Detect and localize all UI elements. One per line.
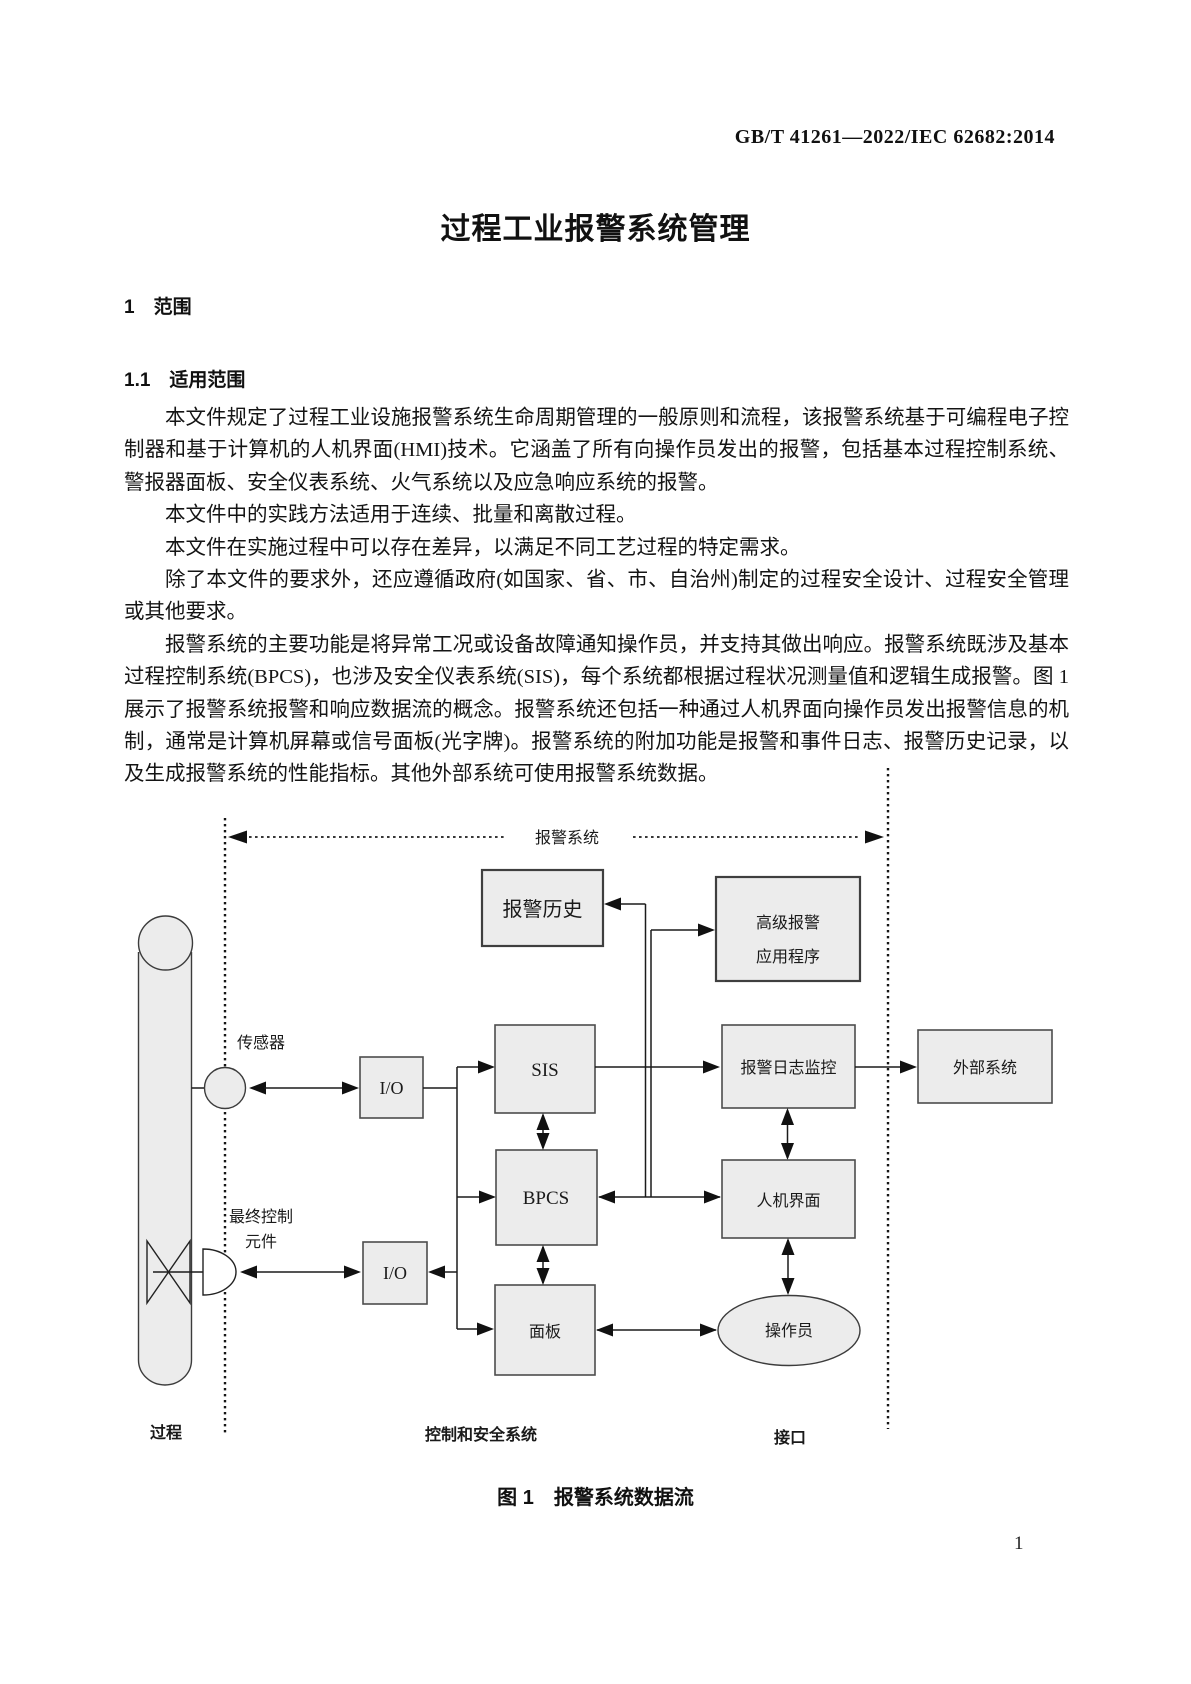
section-heading-scope: 1 范围 bbox=[124, 297, 192, 318]
hmi-box bbox=[721, 1159, 856, 1239]
external-system-label: 外部系统 bbox=[953, 1059, 1017, 1077]
alarm-system-span-label: 报警系统 bbox=[535, 829, 599, 847]
paragraph: 除了本文件的要求外，还应遵循政府(如国家、省、市、自治州)制定的过程安全设计、过… bbox=[124, 569, 1069, 624]
sis-to-alarm-log-arrow bbox=[595, 1060, 720, 1074]
paragraph: 报警系统的主要功能是将异常工况或设备故障通知操作员，并支持其做出响应。报警系统既… bbox=[124, 633, 1069, 786]
sis-node: SIS bbox=[494, 1024, 596, 1114]
hmi-label: 人机界面 bbox=[756, 1192, 820, 1210]
figure-1-alarm-system-dataflow: 报警系统 传感器 I/O bbox=[137, 768, 1053, 1447]
advanced-alarm-node: 高级报警 应用程序 bbox=[714, 875, 862, 983]
sis-bpcs-double-arrow bbox=[536, 1113, 550, 1150]
valve-left-triangle bbox=[146, 1238, 170, 1306]
alarm-system-span-arrow: 报警系统 bbox=[228, 829, 884, 847]
sensor-symbol bbox=[203, 1066, 247, 1110]
io-top-label: I/O bbox=[380, 1078, 404, 1098]
final-control-label-line2: 元件 bbox=[245, 1233, 277, 1251]
alarm-log-to-external-arrow bbox=[855, 1060, 917, 1074]
actuator-shape bbox=[202, 1248, 237, 1296]
bpcs-hmi-double-arrow bbox=[598, 1190, 721, 1204]
bpcs-label: BPCS bbox=[523, 1188, 569, 1209]
panel-label: 面板 bbox=[529, 1323, 561, 1341]
sensor-group: 传感器 bbox=[191, 1034, 359, 1110]
sis-label: SIS bbox=[531, 1060, 558, 1081]
valve-right-triangle bbox=[167, 1238, 191, 1306]
final-control-element-group: 最终控制 元件 bbox=[146, 1208, 361, 1306]
io-bottom-box bbox=[362, 1241, 428, 1305]
final-control-label-line1: 最终控制 bbox=[229, 1208, 293, 1226]
alarm-log-monitor-label: 报警日志监控 bbox=[740, 1059, 836, 1077]
interface-zone-label: 接口 bbox=[774, 1428, 806, 1447]
external-system-node: 外部系统 bbox=[917, 1029, 1053, 1104]
alarm-history-box bbox=[480, 868, 605, 948]
sensor-label: 传感器 bbox=[237, 1034, 285, 1052]
control-safety-zone-label: 控制和安全系统 bbox=[425, 1425, 537, 1444]
io-top-node: I/O bbox=[359, 1056, 424, 1119]
io-bottom-node: I/O bbox=[362, 1241, 428, 1305]
alarm-log-hmi-double-arrow bbox=[781, 1108, 794, 1160]
alarm-log-monitor-node: 报警日志监控 bbox=[721, 1024, 856, 1109]
figure-caption: 图 1 报警系统数据流 bbox=[497, 1487, 694, 1509]
external-system-box bbox=[917, 1029, 1053, 1104]
alarm-history-label: 报警历史 bbox=[503, 898, 583, 921]
advanced-alarm-box bbox=[714, 875, 862, 983]
paragraph: 本文件中的实践方法适用于连续、批量和离散过程。 bbox=[165, 504, 637, 527]
page-title: 过程工业报警系统管理 bbox=[440, 213, 751, 246]
hmi-node: 人机界面 bbox=[721, 1159, 856, 1239]
sis-box bbox=[494, 1024, 596, 1114]
process-zone-label: 过程 bbox=[150, 1423, 182, 1442]
advanced-alarm-label-line1: 高级报警 bbox=[756, 914, 820, 932]
bpcs-box bbox=[495, 1149, 598, 1246]
operator-node: 操作员 bbox=[717, 1294, 861, 1367]
alarm-log-monitor-box bbox=[721, 1024, 856, 1109]
bpcs-node: BPCS bbox=[495, 1149, 598, 1246]
bpcs-panel-double-arrow bbox=[536, 1245, 550, 1285]
panel-node: 面板 bbox=[494, 1284, 596, 1376]
paragraph: 本文件在实施过程中可以存在差异，以满足不同工艺过程的特定需求。 bbox=[165, 536, 801, 559]
process-vessel-top-circle bbox=[137, 915, 194, 971]
io-trunk-connector bbox=[423, 1060, 496, 1336]
standard-number: GB/T 41261—2022/IEC 62682:2014 bbox=[734, 126, 1055, 148]
body-text: 本文件规定了过程工业设施报警系统生命周期管理的一般原则和流程，该报警系统基于可编… bbox=[124, 402, 1069, 791]
alarm-history-node: 报警历史 bbox=[480, 868, 605, 948]
hmi-operator-double-arrow bbox=[781, 1238, 795, 1295]
io-bottom-label: I/O bbox=[383, 1263, 407, 1283]
panel-operator-double-arrow bbox=[596, 1323, 717, 1337]
riser-connectors bbox=[604, 897, 715, 1197]
operator-label: 操作员 bbox=[765, 1322, 813, 1340]
advanced-alarm-label-line2: 应用程序 bbox=[756, 947, 820, 966]
subsection-heading-applicability: 1.1 适用范围 bbox=[124, 370, 246, 391]
operator-ellipse bbox=[717, 1294, 861, 1367]
process-vessel-shape bbox=[137, 915, 194, 1386]
page-number: 1 bbox=[1014, 1533, 1024, 1554]
paragraph: 本文件规定了过程工业设施报警系统生命周期管理的一般原则和流程，该报警系统基于可编… bbox=[124, 407, 1069, 494]
panel-box bbox=[494, 1284, 596, 1376]
